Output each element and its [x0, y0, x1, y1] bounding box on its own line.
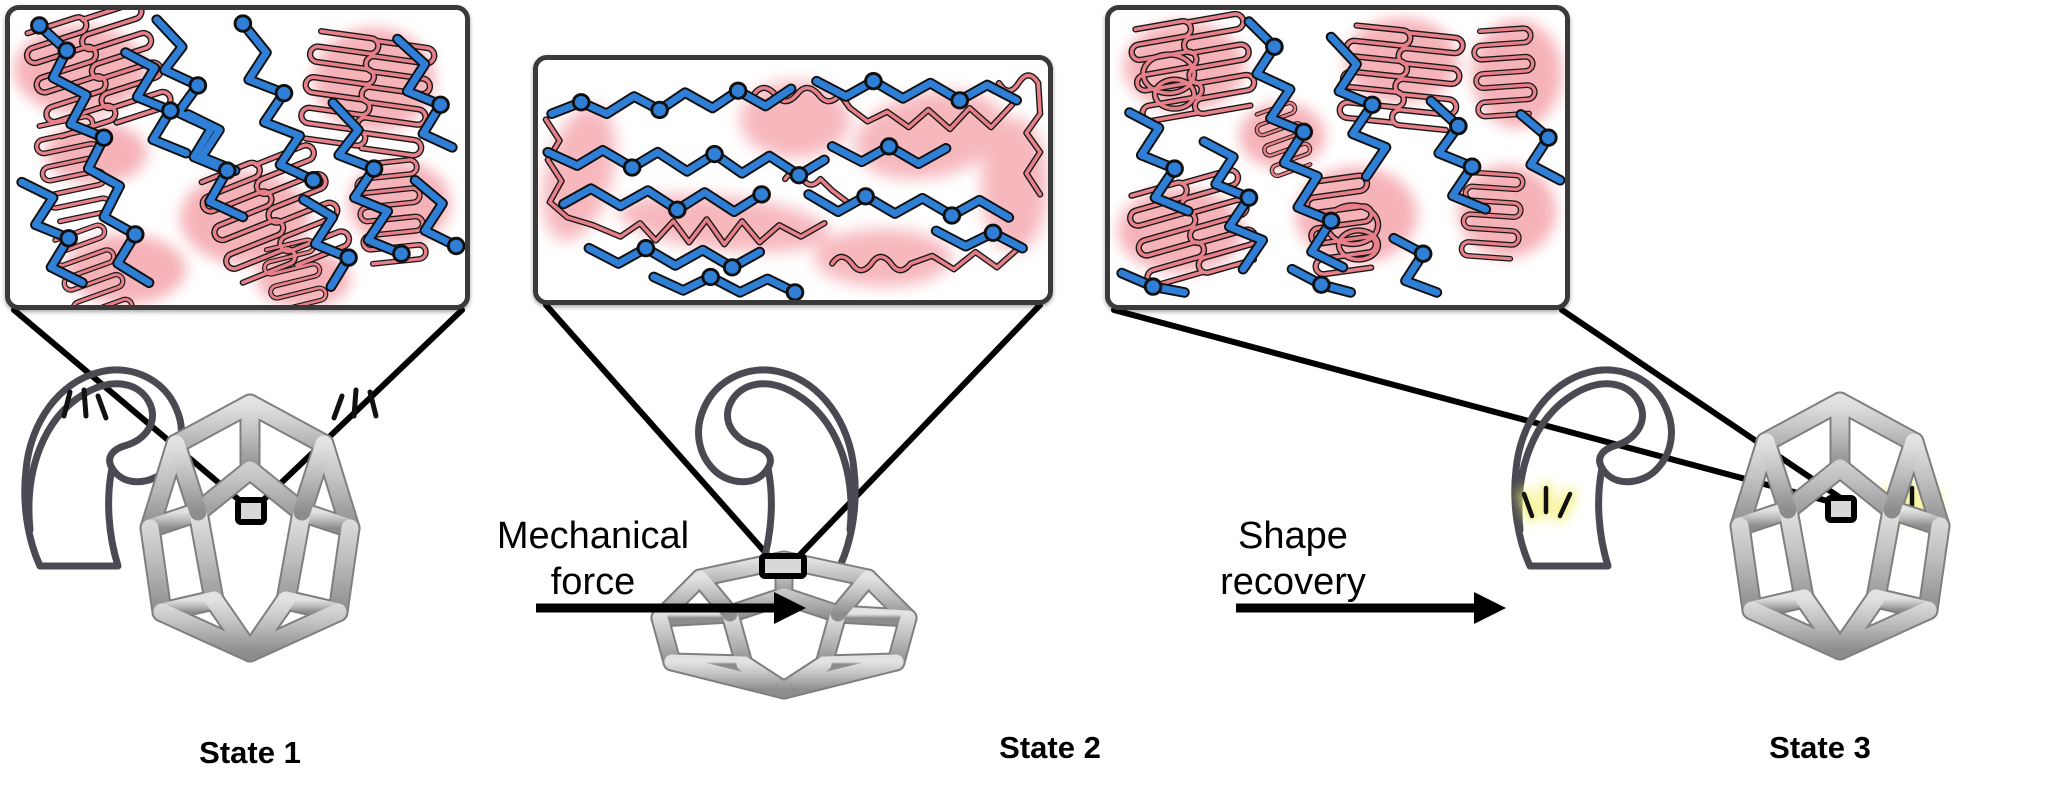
transition-label-mechanical-force: Mechanical force — [496, 515, 690, 603]
state-label-3: State 3 — [1769, 730, 1871, 765]
muscle-arm-state3-left — [1511, 366, 1675, 570]
callout-marker-state-1 — [235, 497, 267, 525]
state-label-1: State 1 — [199, 735, 301, 770]
callout-line-state3-right — [1559, 307, 1851, 506]
callout-line-state3-left — [1111, 307, 1838, 506]
muscle-arm-state1-left — [21, 366, 185, 570]
lattice-state-1 — [139, 393, 361, 663]
sparkle-icon-state3-right — [1882, 482, 1940, 522]
state-label-2: State 2 — [999, 730, 1101, 765]
lattice-state-3 — [1729, 391, 1951, 661]
micro-structure-panel-state-1 — [5, 5, 470, 310]
callout-line-state1-left — [11, 307, 248, 508]
callout-line-state2-right — [792, 302, 1043, 563]
micro-structure-panel-state-3 — [1105, 5, 1570, 310]
transition-label-shape-recovery: Shape recovery — [1220, 515, 1366, 603]
callout-marker-state-2 — [759, 553, 807, 579]
micro-structure-panel-state-2 — [533, 55, 1053, 305]
motion-lines-state1-left — [61, 387, 109, 421]
motion-lines-state1-right — [331, 387, 379, 421]
callout-marker-state-3 — [1825, 495, 1857, 523]
callout-line-state1-right — [255, 307, 465, 508]
sparkle-icon-state3-left — [1518, 482, 1576, 522]
